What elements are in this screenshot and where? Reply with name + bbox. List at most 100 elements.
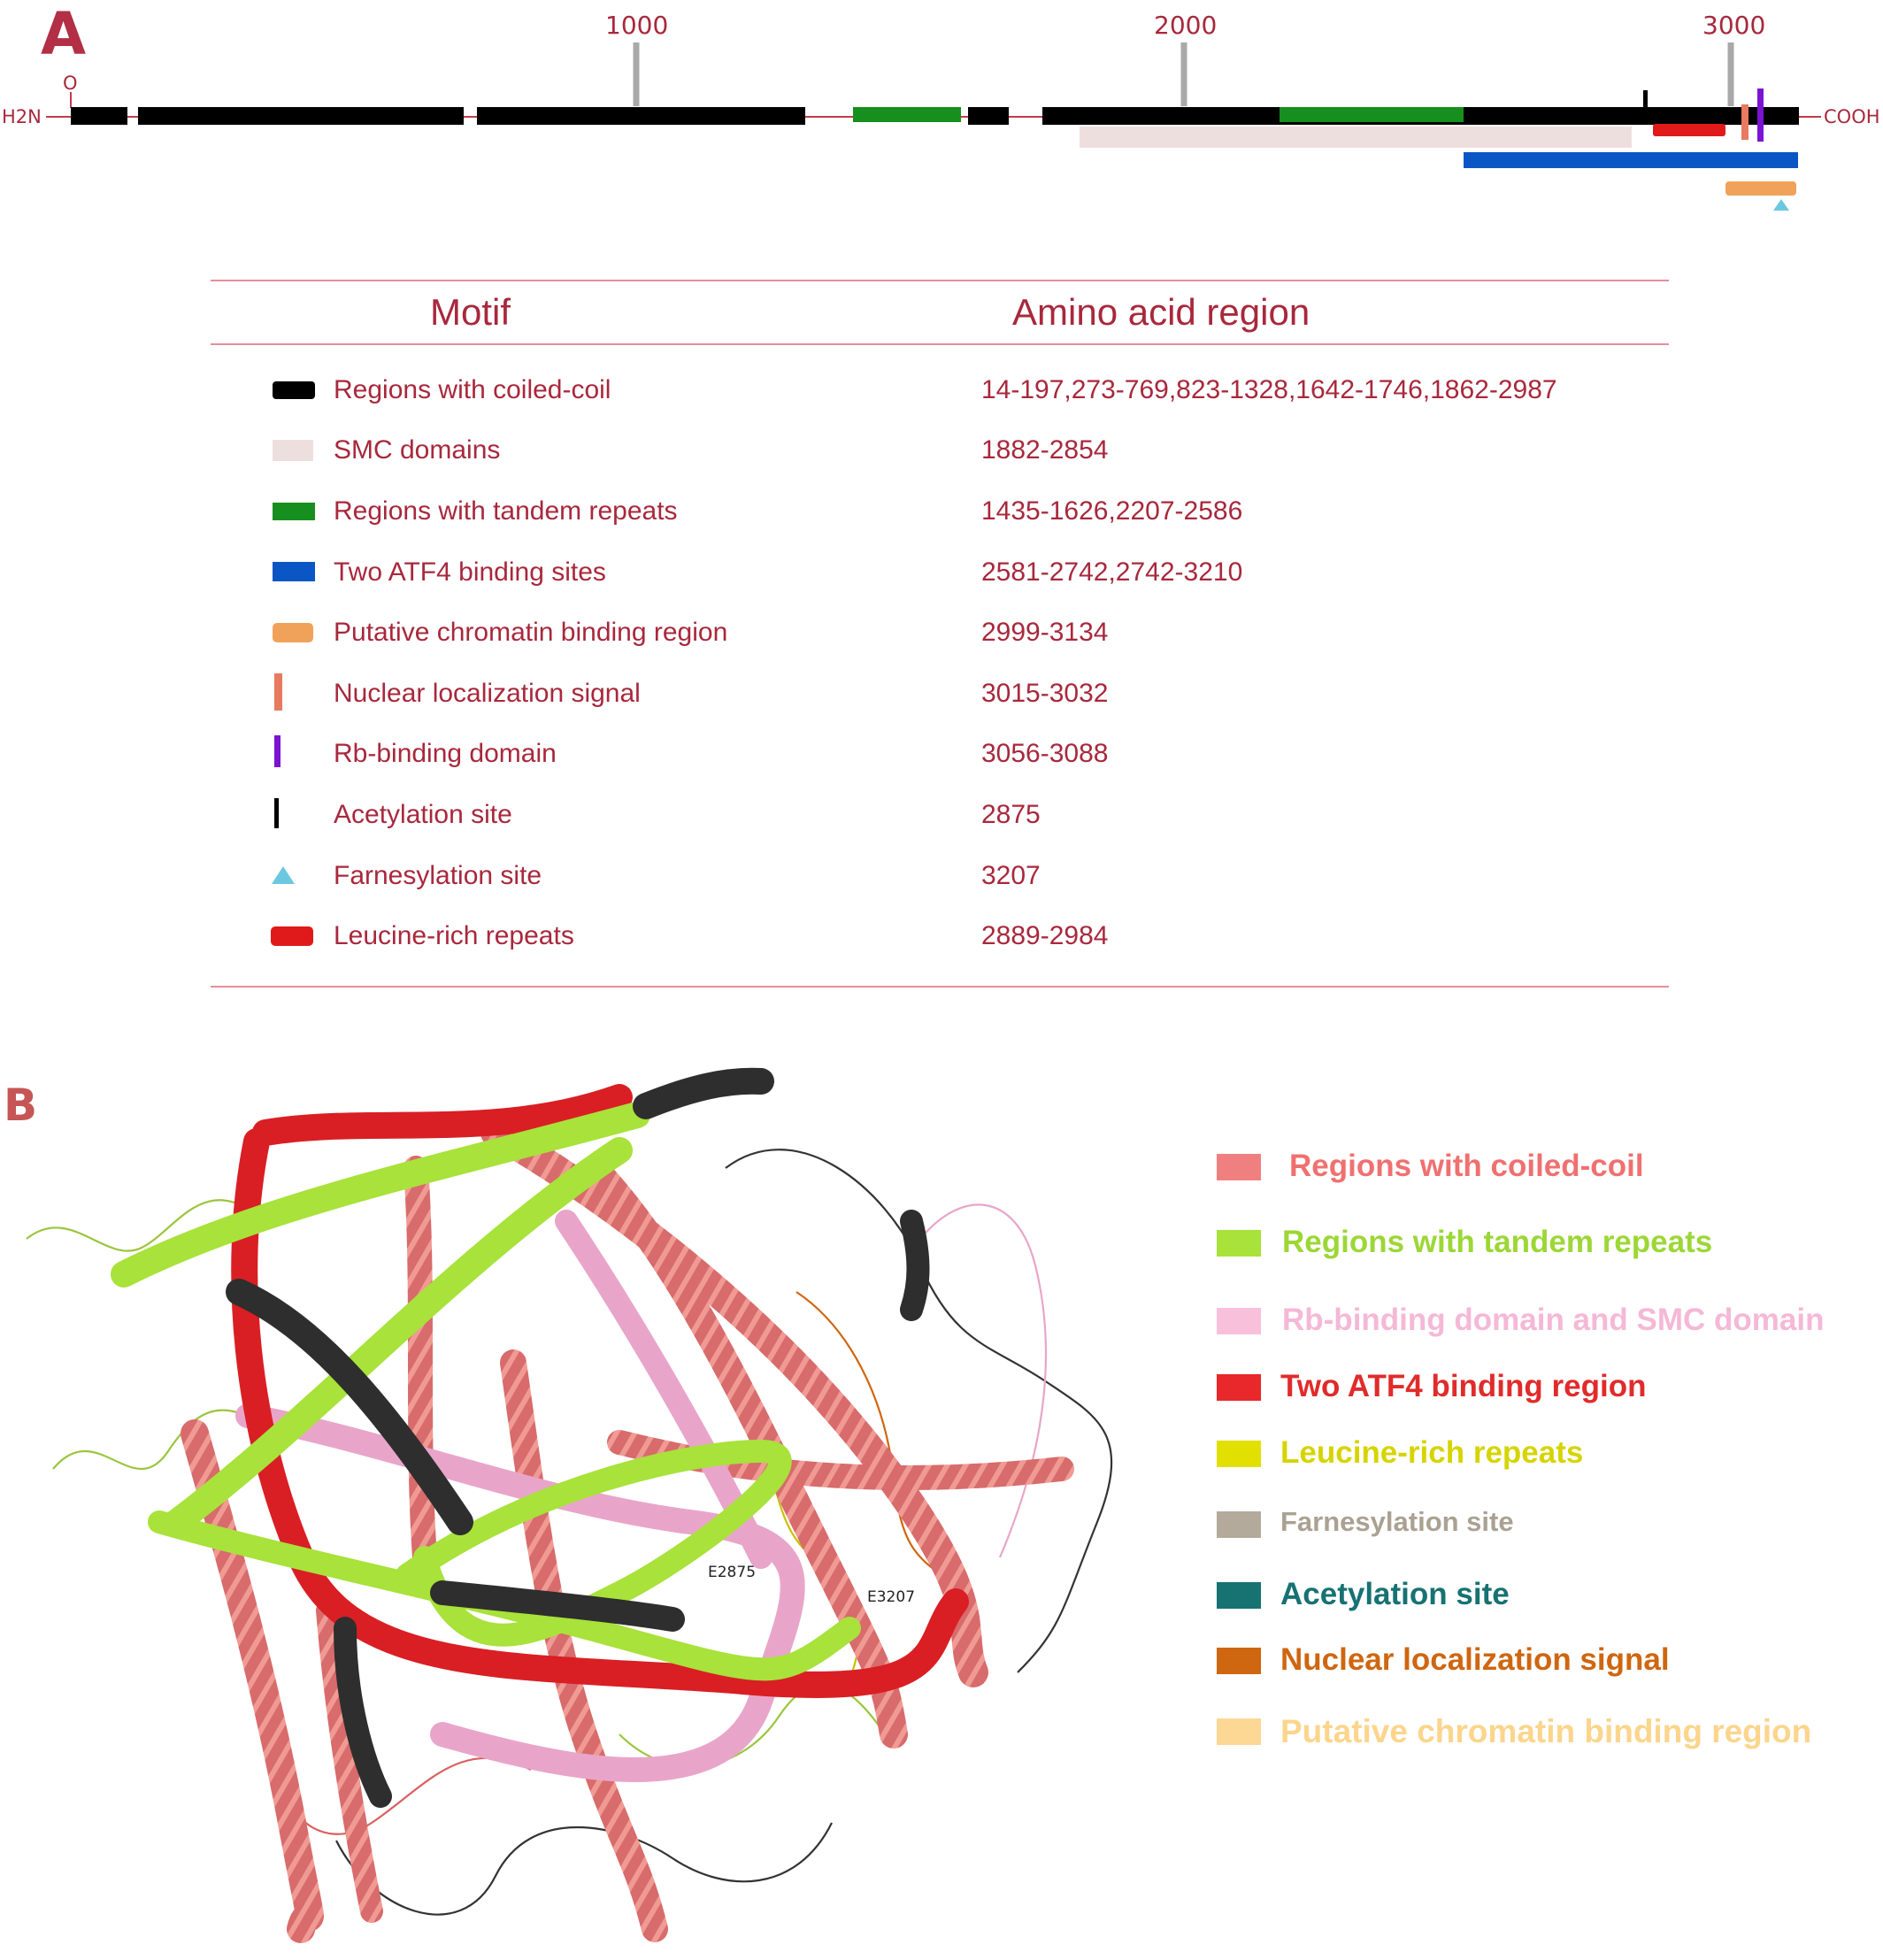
leucine-rich-bar xyxy=(1653,124,1725,136)
motif-region: 1882-2854 xyxy=(981,435,1109,465)
loop-strand xyxy=(725,1149,1113,1673)
table-row: Nuclear localization signal 3015-3032 xyxy=(211,673,1669,718)
legend-swatch xyxy=(1217,1511,1261,1538)
legend-label: Rb-binding domain and SMC domain xyxy=(1282,1303,1825,1337)
legend-swatch xyxy=(1217,1648,1261,1674)
motif-region: 1435-1626,2207-2586 xyxy=(981,496,1243,526)
motif-region: 14-197,273-769,823-1328,1642-1746,1862-2… xyxy=(981,375,1557,404)
motif-label: SMC domains xyxy=(334,435,501,465)
legend-label: Two ATF4 binding region xyxy=(1280,1369,1647,1403)
motif-region: 3056-3088 xyxy=(981,739,1109,768)
atf4-binding-bar xyxy=(1464,152,1798,168)
legend-label: Acetylation site xyxy=(1280,1577,1510,1611)
tandem-repeat-segment xyxy=(1280,107,1464,122)
legend-item: Putative chromatin binding region xyxy=(1217,1706,1871,1759)
legend-swatch xyxy=(1217,1154,1261,1180)
farnesylation-swatch xyxy=(272,866,295,884)
coiled-coil-swatch xyxy=(273,381,315,399)
motif-region: 2875 xyxy=(981,800,1041,829)
motif-label: Rb-binding domain xyxy=(334,739,557,768)
table-row: Putative chromatin binding region 2999-3… xyxy=(211,612,1669,657)
tick-label-3000: 3000 xyxy=(1702,11,1765,40)
helix-coiled-coil xyxy=(500,1349,668,1942)
helix-atf4-region xyxy=(231,1128,969,1698)
legend-label: Farnesylation site xyxy=(1280,1506,1514,1537)
table-row: Regions with tandem repeats 1435-1626,22… xyxy=(211,491,1669,535)
loop-strand xyxy=(26,1199,266,1252)
legend-swatch xyxy=(1217,1230,1261,1257)
rb-binding-swatch xyxy=(274,735,281,767)
motif-region: 2581-2742,2742-3210 xyxy=(981,557,1243,587)
legend-swatch xyxy=(1217,1374,1261,1401)
coiled-coil-segment xyxy=(968,107,1009,125)
loop-strand xyxy=(335,1822,833,1916)
legend-swatch xyxy=(1217,1441,1261,1467)
helix-tandem-repeat xyxy=(111,1102,650,1287)
motif-region: 2999-3134 xyxy=(981,618,1109,647)
legend-item: Leucine-rich repeats xyxy=(1217,1428,1871,1481)
n-terminus-label: H2N xyxy=(2,106,42,127)
legend-item: Regions with tandem repeats xyxy=(1217,1218,1871,1271)
motif-label: Acetylation site xyxy=(334,800,512,829)
motif-region: 3015-3032 xyxy=(981,679,1109,708)
smc-domain-swatch xyxy=(273,440,313,461)
header-motif: Motif xyxy=(430,291,511,333)
tandem-repeat-segment xyxy=(853,107,961,122)
legend-label: Regions with tandem repeats xyxy=(1282,1225,1713,1259)
tick-label-2000: 2000 xyxy=(1154,11,1217,40)
structure-legend: Regions with coiled-coil Regions with ta… xyxy=(1217,1141,1871,1761)
helix-dark xyxy=(430,1580,685,1632)
helix-tandem-repeat xyxy=(164,1137,633,1535)
legend-item: Nuclear localization signal xyxy=(1217,1635,1871,1688)
residue-label-e3207: E3207 xyxy=(867,1588,915,1606)
legend-item: Regions with coiled-coil xyxy=(1217,1141,1871,1195)
table-rule-top xyxy=(211,280,1669,281)
table-row: Two ATF4 binding sites 2581-2742,2742-32… xyxy=(211,552,1669,596)
smc-domain-bar xyxy=(1080,127,1632,148)
table-row: Acetylation site 2875 xyxy=(211,795,1669,839)
helix-coiled-coil xyxy=(316,1599,383,1923)
table-row: SMC domains 1882-2854 xyxy=(211,430,1669,474)
panel-a-label: A xyxy=(41,0,87,68)
farnesylation-site-mark xyxy=(1773,199,1789,211)
motif-label: Two ATF4 binding sites xyxy=(334,557,606,587)
coiled-coil-segment xyxy=(138,107,464,125)
c-terminus-label: COOH xyxy=(1824,106,1880,127)
panel-b-label: B xyxy=(4,1080,38,1131)
helix-coiled-coil xyxy=(480,1118,988,1687)
coiled-coil-segment xyxy=(477,107,805,125)
acetylation-swatch xyxy=(274,798,279,828)
domain-map: O H2N COOH 1000 2000 3000 xyxy=(2,11,1880,211)
helix-coiled-coil xyxy=(404,1156,437,1570)
legend-swatch xyxy=(1217,1718,1261,1745)
header-amino-acid-region: Amino acid region xyxy=(1012,291,1310,333)
chromatin-binding-swatch xyxy=(273,623,313,642)
motif-region: 2889-2984 xyxy=(981,921,1109,950)
coiled-coil-segment xyxy=(71,107,127,125)
motif-label: Regions with coiled-coil xyxy=(334,375,611,404)
helix-tandem-repeat xyxy=(148,1510,861,1681)
atf4-binding-swatch xyxy=(273,562,315,581)
motif-label: Regions with tandem repeats xyxy=(334,496,678,526)
motif-label: Farnesylation site xyxy=(334,861,542,890)
loop-strand xyxy=(919,1203,1048,1558)
leucine-rich-swatch xyxy=(271,926,313,946)
helix-sm-domain xyxy=(235,1403,805,1782)
legend-swatch xyxy=(1217,1308,1261,1334)
rb-binding-mark xyxy=(1757,88,1764,142)
helix-dark xyxy=(334,1617,392,1808)
legend-item: Two ATF4 binding region xyxy=(1217,1362,1871,1415)
legend-swatch xyxy=(1217,1582,1261,1609)
motif-label: Leucine-rich repeats xyxy=(334,921,574,950)
nls-mark xyxy=(1741,104,1748,140)
nls-swatch xyxy=(274,673,282,711)
legend-item: Acetylation site xyxy=(1217,1570,1871,1623)
residue-label-e2875: E2875 xyxy=(708,1564,756,1581)
legend-label: Leucine-rich repeats xyxy=(1280,1435,1584,1470)
helix-dark xyxy=(900,1210,930,1321)
motif-label: Nuclear localization signal xyxy=(334,679,641,708)
table-row: Farnesylation site 3207 xyxy=(211,856,1669,900)
table-rule-header xyxy=(211,343,1669,345)
tandem-repeat-swatch xyxy=(273,503,315,520)
motif-table: Motif Amino acid region Regions with coi… xyxy=(211,280,1669,988)
